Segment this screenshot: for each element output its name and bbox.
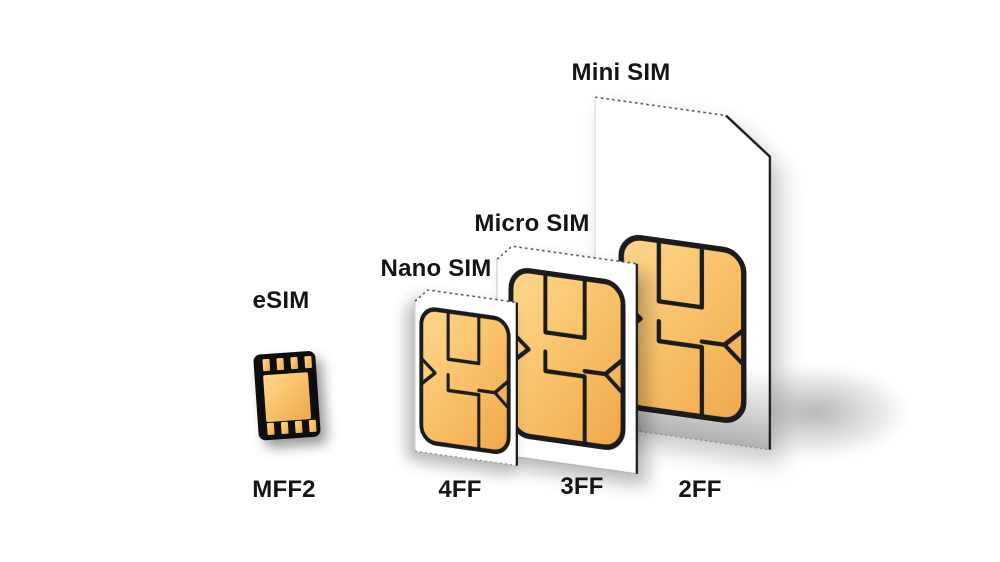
nano-sim-form-factor-label: 4FF	[438, 476, 482, 503]
esim-chip-graphic	[252, 350, 322, 442]
mini-sim-form-factor-label: 2FF	[678, 476, 722, 503]
mini-sim-card-graphic	[594, 96, 771, 451]
nano-sim-card-graphic	[414, 287, 518, 467]
esim-label: eSIM	[252, 287, 310, 314]
micro-sim-card-graphic	[496, 243, 638, 475]
esim-form-factor-label: MFF2	[252, 476, 316, 503]
sim-contact-pad	[621, 235, 744, 423]
nano-sim-label: Nano SIM	[380, 255, 492, 282]
cast-shadow	[762, 368, 967, 484]
sim-contact-pad	[511, 268, 623, 449]
chip-pins	[262, 355, 317, 436]
mini-sim-label: Mini SIM	[571, 59, 671, 86]
micro-sim-label: Micro SIM	[474, 210, 590, 237]
micro-sim-form-factor-label: 3FF	[560, 473, 604, 500]
sim-contact-pad	[421, 308, 508, 454]
chip-core	[263, 372, 312, 423]
